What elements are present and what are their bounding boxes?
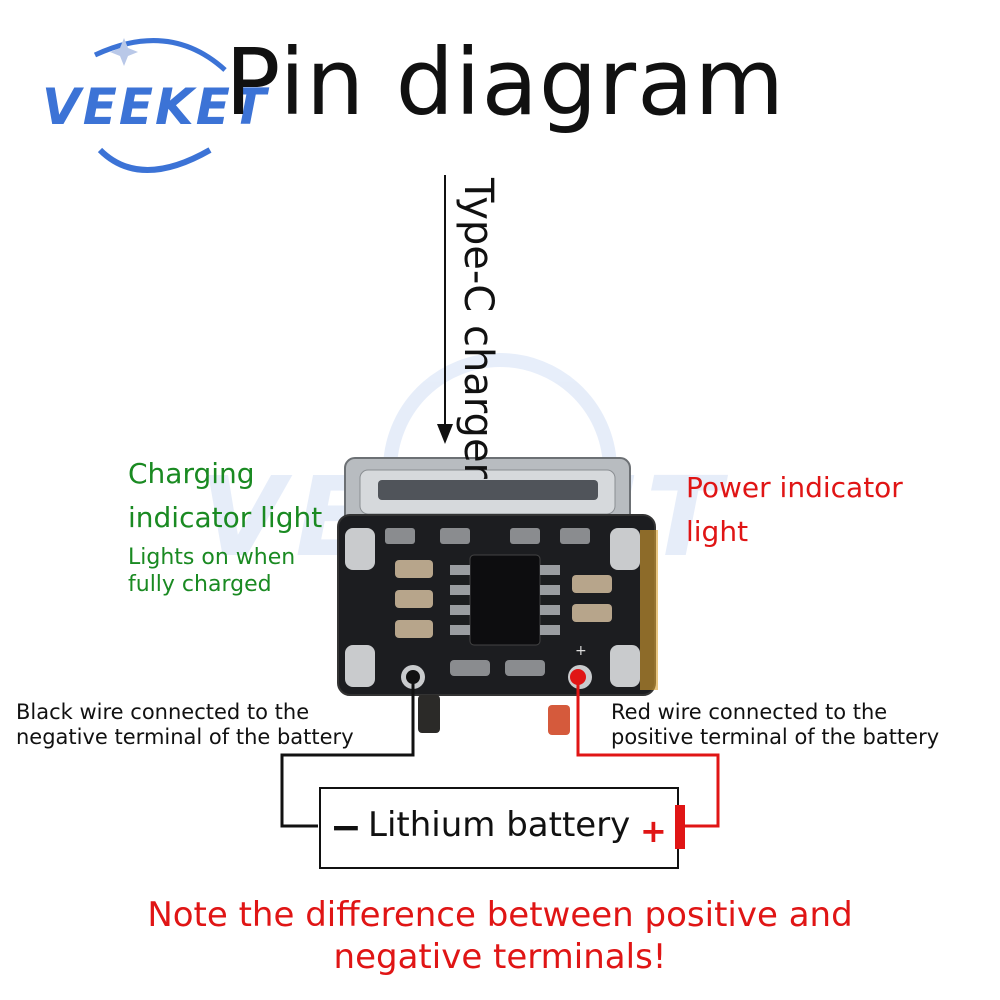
charging-indicator-label: Charging indicator light [128,452,322,540]
red-wire-note: Red wire connected to the positive termi… [611,700,939,750]
lithium-battery: − + [319,787,685,869]
polarity-warning-line1: Note the difference between positive and [147,895,853,935]
power-indicator-line2: light [686,515,749,548]
charging-indicator-desc-line2: fully charged [128,572,272,597]
polarity-warning: Note the difference between positive and… [80,894,920,978]
black-wire [280,670,440,828]
red-wire [548,669,720,828]
svg-text:+: + [575,643,587,659]
red-wire-note-line2: positive terminal of the battery [611,725,940,749]
brand-logo: VEEKET [42,78,269,136]
charger-module-board: + [337,457,658,696]
positive-terminal-symbol: + [640,812,667,850]
black-wire-note-line1: Black wire connected to the [16,700,310,724]
logo-swoosh [93,38,227,173]
charging-indicator-line2: indicator light [128,501,323,534]
charger-arrow [437,175,453,444]
black-wire-note-line2: negative terminal of the battery [16,725,354,749]
power-indicator-label: Power indicator light [686,466,903,554]
charging-indicator-line1: Charging [128,457,255,490]
black-wire-note: Black wire connected to the negative ter… [16,700,354,750]
polarity-warning-line2: negative terminals! [333,937,667,977]
charging-indicator-desc-line1: Lights on when [128,545,296,570]
negative-terminal-symbol: − [330,805,362,849]
page-title: Pin diagram [225,29,786,136]
charging-indicator-description: Lights on when fully charged [128,544,295,598]
power-indicator-line1: Power indicator [686,471,903,504]
charger-ic [469,554,541,646]
type-c-charger-label: Type-C charger [455,178,501,479]
battery-label: Lithium battery [368,805,631,845]
red-wire-note-line1: Red wire connected to the [611,700,888,724]
